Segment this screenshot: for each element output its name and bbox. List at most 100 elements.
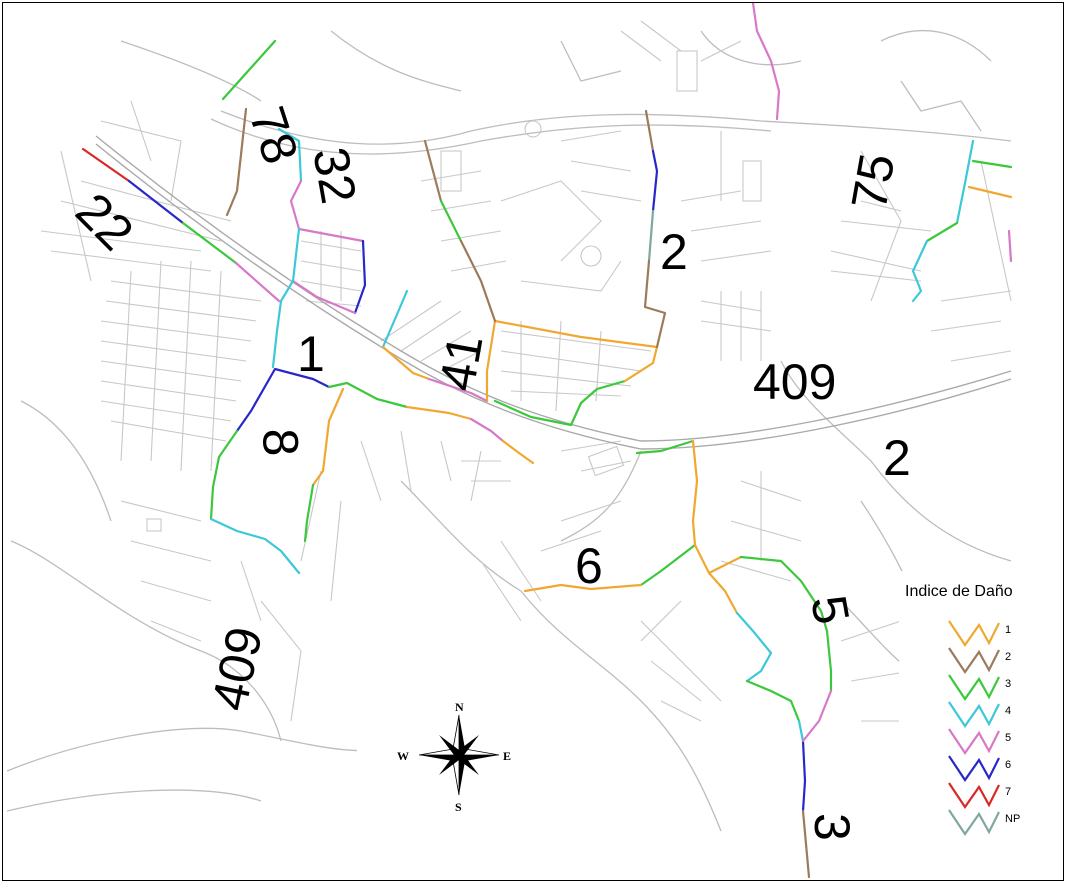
legend-item-label: 5 bbox=[1005, 732, 1011, 744]
segment-damage-5 bbox=[469, 417, 505, 443]
segment-damage-1 bbox=[405, 405, 473, 421]
segment-damage-3 bbox=[221, 39, 277, 101]
segment-damage-4 bbox=[209, 517, 301, 575]
road-label-1: 1 bbox=[297, 326, 325, 382]
segment-damage-3 bbox=[209, 429, 239, 521]
legend-item: 5 bbox=[948, 728, 1011, 755]
segment-damage-3 bbox=[925, 221, 959, 243]
segment-damage-2 bbox=[643, 259, 667, 349]
segment-damage-2 bbox=[801, 809, 811, 879]
highway-409 bbox=[95, 135, 1012, 450]
legend-item-label: 3 bbox=[1005, 678, 1011, 690]
segment-damage-6 bbox=[127, 179, 185, 225]
compass-s: S bbox=[455, 800, 462, 814]
legend-item: 3 bbox=[948, 674, 1011, 701]
segment-damage-2 bbox=[225, 107, 248, 217]
legend-item: 7 bbox=[948, 782, 1011, 809]
road-label-6: 6 bbox=[575, 538, 603, 594]
segment-damage-1 bbox=[485, 319, 497, 403]
road-label-2-north: 2 bbox=[660, 224, 688, 280]
segment-damage-1 bbox=[691, 439, 699, 547]
road-label-409-east: 409 bbox=[753, 354, 836, 410]
segment-damage-3 bbox=[745, 679, 801, 723]
segment-damage-6 bbox=[235, 367, 331, 433]
segment-damage-1 bbox=[523, 583, 643, 593]
segment-damage-5 bbox=[427, 377, 489, 403]
segment-damage-1 bbox=[707, 555, 743, 575]
segment-damage-1 bbox=[967, 185, 1013, 199]
segment-damage-3 bbox=[971, 159, 1013, 169]
segment-damage-3 bbox=[825, 629, 833, 693]
road-label-41: 41 bbox=[429, 330, 494, 395]
segment-damage-1 bbox=[493, 319, 659, 349]
legend-swatch-icon bbox=[948, 674, 1000, 701]
road-label-8: 8 bbox=[252, 427, 309, 457]
segment-damage-3 bbox=[635, 439, 695, 455]
segment-damage-5 bbox=[751, 3, 781, 121]
legend-swatch-icon bbox=[948, 809, 1000, 836]
segment-damage-6 bbox=[651, 149, 659, 213]
legend-swatch-icon bbox=[948, 647, 1000, 674]
segment-damage-5 bbox=[234, 261, 281, 303]
road-label-3: 3 bbox=[804, 813, 860, 841]
segment-damage-3 bbox=[303, 483, 315, 543]
segment-damage-3 bbox=[181, 221, 238, 265]
legend-swatch-icon bbox=[948, 620, 1000, 647]
segment-damage-4 bbox=[911, 239, 929, 303]
legend-item: 4 bbox=[948, 701, 1011, 728]
legend-item-label: 2 bbox=[1005, 651, 1011, 663]
segment-damage-1 bbox=[623, 345, 659, 383]
segment-damage-6 bbox=[801, 739, 807, 813]
street-network bbox=[6, 20, 1012, 832]
road-label-5: 5 bbox=[800, 591, 860, 628]
legend-item-label: 4 bbox=[1005, 705, 1011, 717]
segment-damage-2 bbox=[423, 139, 443, 203]
compass-star-icon bbox=[418, 714, 500, 796]
segment-damage-4 bbox=[797, 719, 805, 743]
segment-damage-1 bbox=[501, 439, 535, 465]
compass-n: N bbox=[455, 700, 464, 714]
legend-item-label: NP bbox=[1005, 813, 1020, 825]
compass-e: E bbox=[503, 749, 511, 763]
segment-damage-5 bbox=[1007, 229, 1013, 263]
segment-damage-5 bbox=[291, 279, 357, 315]
legend-swatch-icon bbox=[948, 728, 1000, 755]
legend-item-label: 6 bbox=[1005, 759, 1011, 771]
segment-damage-4 bbox=[955, 139, 975, 225]
segment-damage-4 bbox=[735, 611, 773, 683]
segment-damage-5 bbox=[801, 689, 833, 743]
legend-item: 6 bbox=[948, 755, 1011, 782]
segment-damage-1 bbox=[311, 387, 345, 487]
segment-damage-3 bbox=[493, 399, 583, 427]
road-label-409-south: 409 bbox=[201, 622, 273, 715]
segment-damage-3 bbox=[327, 381, 409, 409]
segment-damage-2 bbox=[644, 109, 655, 153]
segment-damage-5 bbox=[289, 179, 365, 243]
legend-swatch-icon bbox=[948, 755, 1000, 782]
road-label-22: 22 bbox=[65, 182, 144, 261]
segment-damage-3 bbox=[739, 555, 829, 633]
segment-damage-4 bbox=[381, 289, 409, 349]
compass-w: W bbox=[397, 749, 409, 763]
legend-title: Indice de Daño bbox=[905, 583, 1013, 600]
segment-damage-6 bbox=[353, 239, 367, 315]
segment-damage-3 bbox=[439, 199, 463, 243]
legend-swatch-icon bbox=[948, 782, 1000, 809]
damage-segments bbox=[81, 3, 1013, 879]
road-label-78: 78 bbox=[239, 100, 309, 170]
road-label-2-east: 2 bbox=[883, 430, 911, 486]
segment-damage-1 bbox=[693, 543, 739, 615]
segment-damage-3 bbox=[639, 543, 697, 587]
segment-damage-1 bbox=[381, 345, 431, 381]
segment-damage-3 bbox=[579, 379, 627, 405]
segment-damage-4 bbox=[271, 227, 301, 369]
legend-item-label: 7 bbox=[1005, 786, 1011, 798]
segment-damage-2 bbox=[459, 239, 497, 323]
legend-item: NP bbox=[948, 809, 1020, 836]
segment-damage-7 bbox=[81, 147, 131, 183]
road-label-75: 75 bbox=[841, 149, 906, 214]
legend-swatch-icon bbox=[948, 701, 1000, 728]
legend-item: 2 bbox=[948, 647, 1011, 674]
